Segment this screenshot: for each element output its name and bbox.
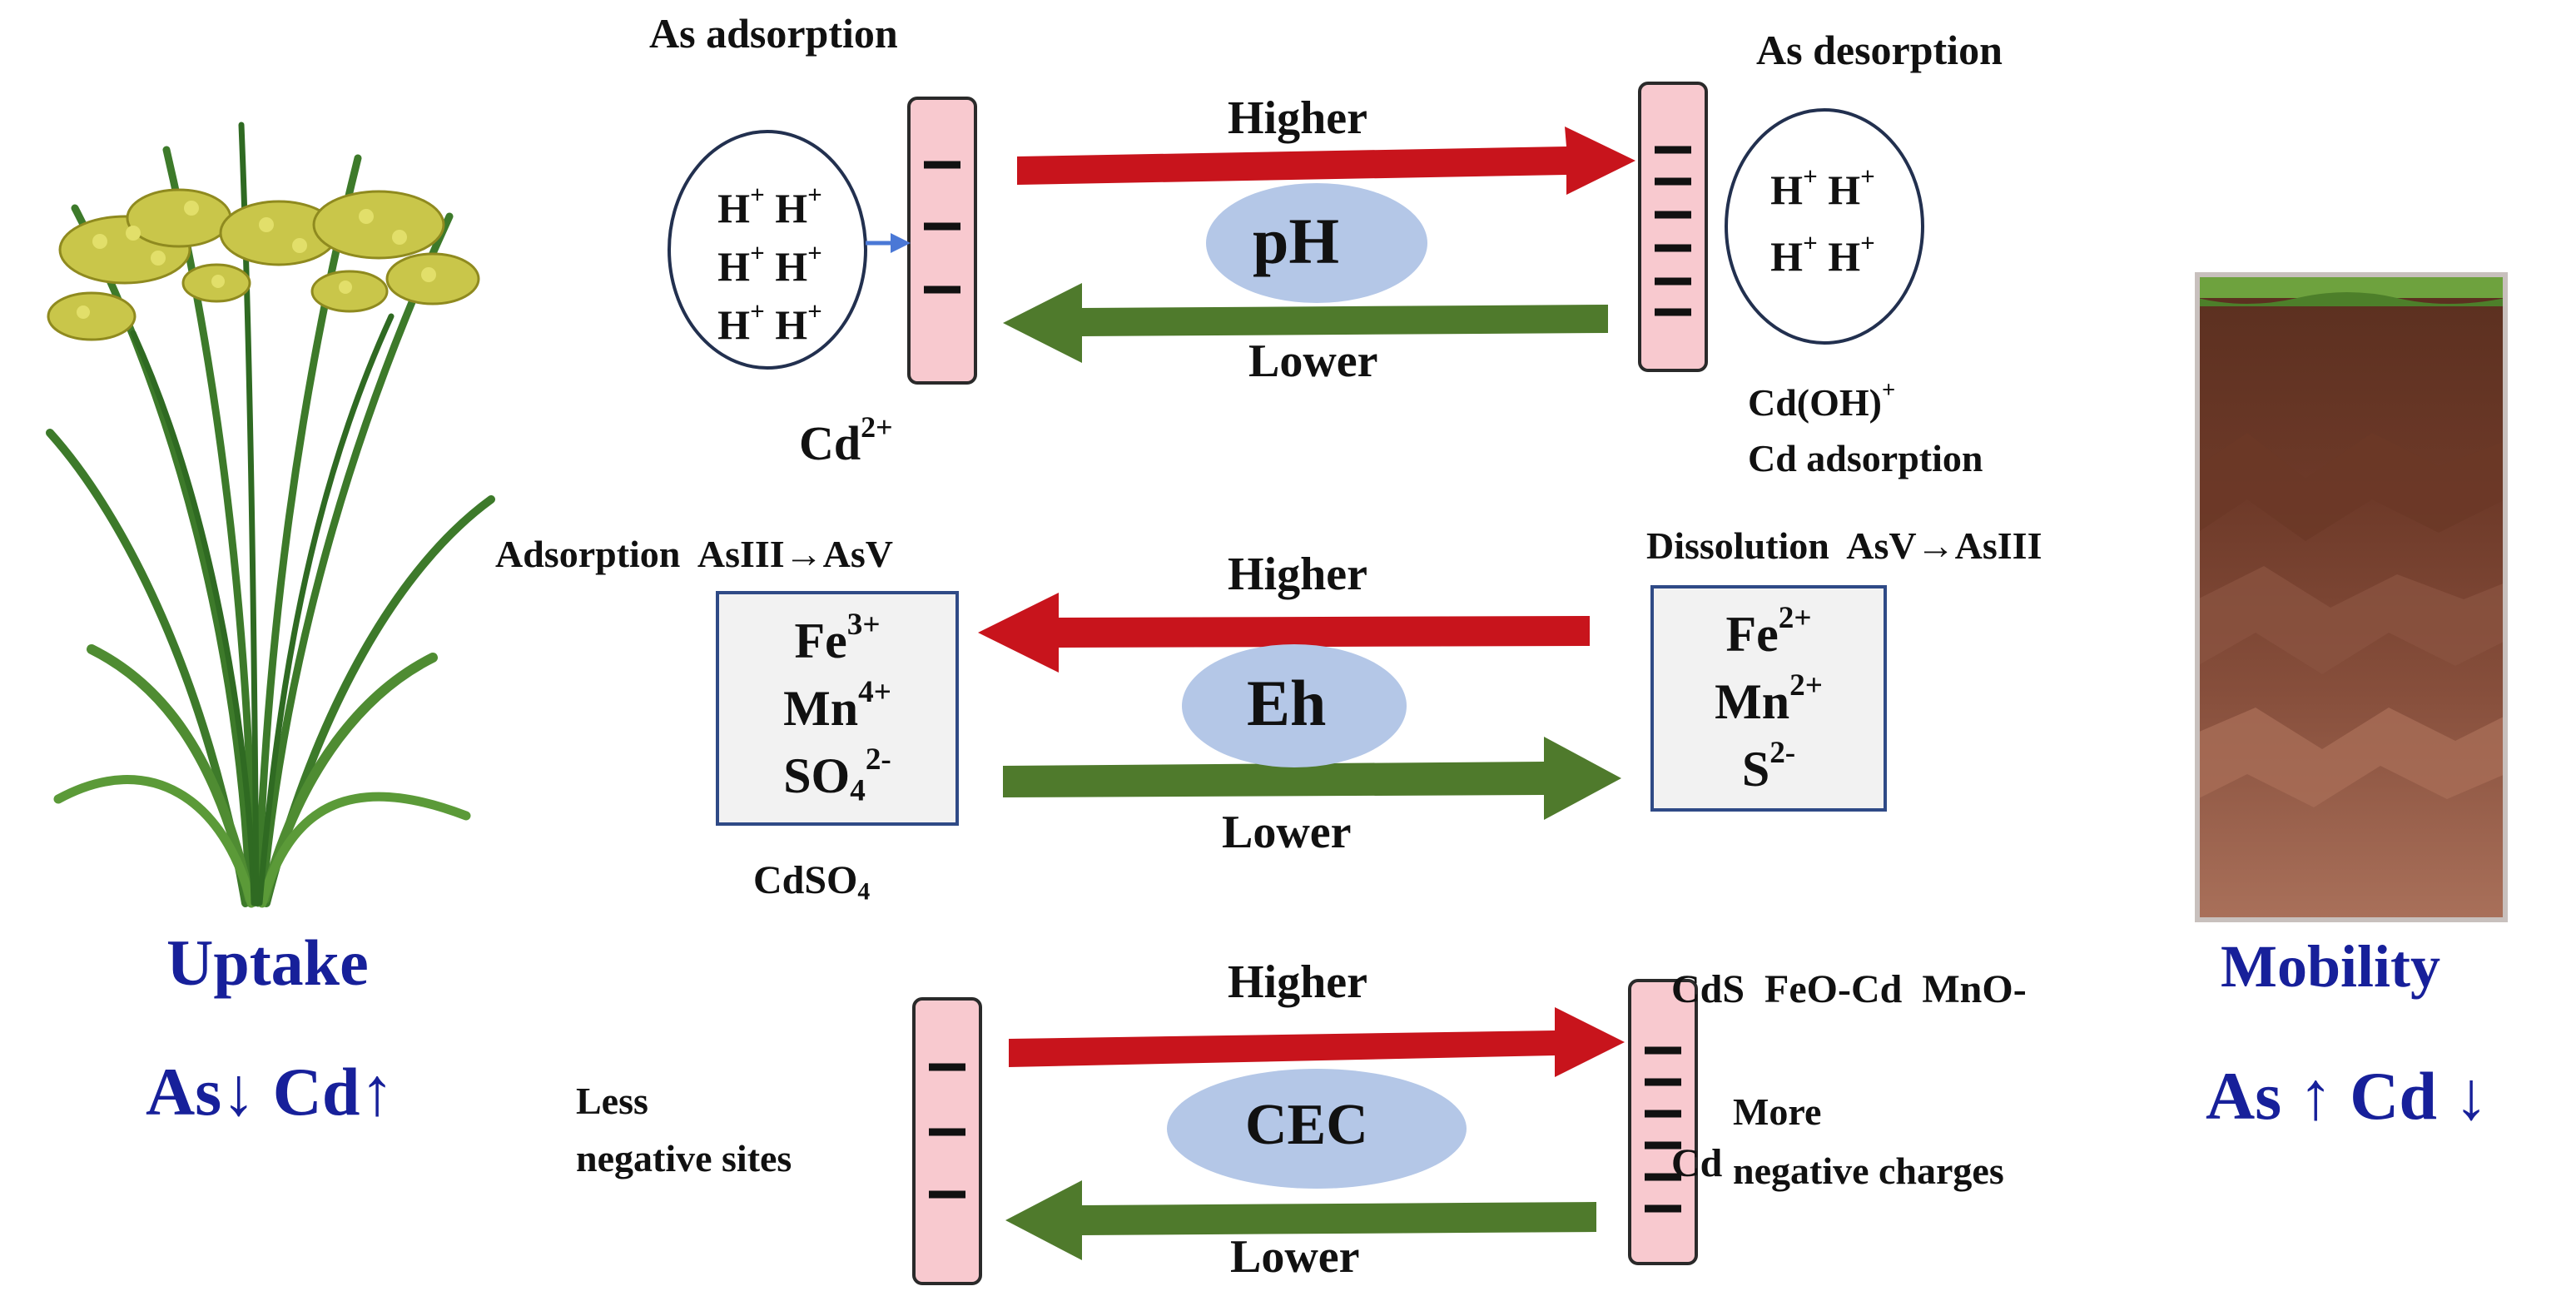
cec-lower-label: Lower — [1230, 1231, 1360, 1283]
eh-factor-label: Eh — [1247, 667, 1327, 739]
ph-right-title: As desorption — [1756, 27, 2003, 73]
uptake-cd-label: Cd↑ — [272, 1054, 395, 1130]
eh-left-ion-box — [716, 591, 959, 826]
cec-right-line1: More — [1733, 1090, 1822, 1133]
cec-left-line2: negative sites — [576, 1137, 792, 1179]
eh-higher-arrow — [978, 593, 1590, 673]
eh-right-products: CdS FeO-Cd MnO- Cd — [1671, 845, 2027, 1309]
uptake-title: Uptake — [166, 926, 369, 999]
eh-right-ion-box — [1650, 585, 1887, 812]
mobility-effects: As ↑ Cd ↓ — [2206, 1057, 2488, 1135]
mobility-as-label: As ↑ — [2206, 1058, 2333, 1134]
rice-plant-icon — [46, 122, 495, 908]
eh-right-caption: Dissolution AsV→AsIII — [1646, 524, 2042, 567]
eh-right-ions: Fe2+ Mn2+ S2- — [1652, 601, 1885, 803]
proton-row: H+ H+ — [1770, 227, 1875, 280]
mobility-cd-label: Cd ↓ — [2350, 1058, 2489, 1134]
ph-factor-ellipse — [1206, 183, 1427, 303]
ph-higher-label: Higher — [1228, 92, 1367, 144]
cec-higher-label: Higher — [1228, 956, 1367, 1008]
ion-fe: Fe2+ — [1725, 601, 1812, 662]
ion-mn: Mn2+ — [1715, 668, 1823, 729]
cec-lower-arrow — [1005, 1180, 1596, 1260]
cec-right-line2: negative charges — [1733, 1150, 2004, 1193]
ph-lower-label: Lower — [1248, 335, 1378, 387]
cec-higher-arrow — [1009, 1007, 1625, 1077]
ion-sulfate: SO42- — [783, 742, 891, 808]
eh-factor-ellipse — [1182, 644, 1407, 767]
eh-right-products-line1: CdS FeO-Cd MnO- — [1671, 967, 2027, 1012]
ph-right-species: Cd(OH)+ — [1748, 377, 1896, 424]
eh-section — [716, 585, 1887, 826]
ph-right-protons: H+ H+ H+ H+ — [1748, 156, 1898, 290]
cec-left-caption: Less negative sites — [576, 1072, 792, 1187]
cec-section — [912, 979, 1698, 1285]
ph-left-proton-cloud — [668, 130, 867, 370]
proton-row: H+ H+ — [717, 237, 822, 290]
cec-left-charge-plate — [912, 997, 982, 1285]
uptake-as-label: As↓ — [146, 1054, 256, 1130]
ph-factor-label: pH — [1253, 205, 1340, 277]
ph-right-proton-cloud — [1725, 108, 1924, 345]
ph-lower-arrow — [1003, 283, 1608, 363]
ph-left-protons: H+ H+ H+ H+ H+ H+ — [695, 179, 845, 354]
eh-lower-label: Lower — [1222, 807, 1352, 858]
proton-row: H+ H+ — [717, 295, 822, 348]
ph-section — [668, 82, 1924, 385]
eh-right-products-line2: Cd — [1671, 1140, 1723, 1185]
eh-left-caption: Adsorption AsIII→AsV — [495, 533, 894, 575]
cec-factor-ellipse — [1167, 1069, 1467, 1189]
eh-higher-label: Higher — [1228, 549, 1367, 600]
adsorption-pointer-arrow — [866, 233, 911, 253]
ion-fe: Fe3+ — [794, 608, 881, 668]
cec-factor-label: CEC — [1245, 1093, 1368, 1157]
ph-left-charge-plate — [907, 97, 977, 385]
proton-row: H+ H+ — [1770, 161, 1875, 213]
ph-higher-arrow — [1017, 127, 1635, 195]
mobility-title: Mobility — [2221, 933, 2440, 1000]
eh-lower-arrow — [1003, 737, 1621, 820]
ph-left-title: As adsorption — [649, 10, 898, 57]
uptake-effects: As↓ Cd↑ — [146, 1053, 394, 1131]
ion-sulfide: S2- — [1741, 736, 1796, 797]
ph-right-caption: Cd adsorption — [1748, 437, 1983, 479]
eh-left-ions: Fe3+ Mn4+ SO42- — [717, 608, 957, 810]
ph-left-cation: Cd2+ — [799, 410, 893, 470]
ph-right-charge-plate — [1638, 82, 1708, 372]
eh-left-product: CdSO4 — [753, 858, 871, 906]
proton-row: H+ H+ — [717, 179, 822, 231]
ion-mn: Mn4+ — [783, 675, 891, 736]
cec-right-caption: More negative charges — [1733, 1082, 2004, 1201]
cec-left-line1: Less — [576, 1080, 648, 1122]
soil-profile-icon — [2195, 272, 2508, 922]
